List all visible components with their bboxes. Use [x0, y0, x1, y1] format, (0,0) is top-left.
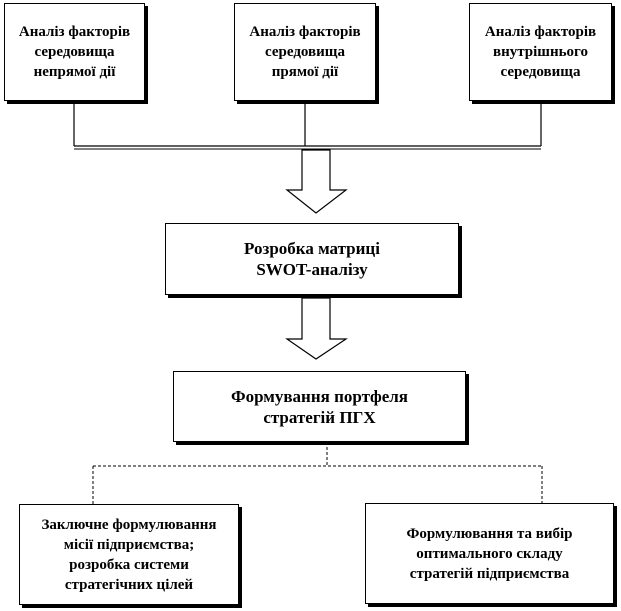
swot-matrix-box: Розробка матриці SWOT-аналізу: [165, 223, 459, 295]
final-mission-box: Заключне формулювання місії підприємства…: [19, 504, 239, 605]
strategy-choice-box: Формулювання та вибір оптимального склад…: [365, 503, 614, 604]
arrow-down-icon: [285, 149, 348, 214]
strategy-portfolio-box: Формування портфеля стратегій ПГХ: [173, 371, 466, 442]
internal-factors-box: Аналіз факторів внутрішнього середовища: [469, 3, 612, 101]
direct-factors-box: Аналіз факторів середовища прямої дії: [234, 3, 376, 101]
arrow-down-icon: [285, 297, 348, 360]
indirect-factors-box: Аналіз факторів середовища непрямої дії: [4, 3, 145, 101]
